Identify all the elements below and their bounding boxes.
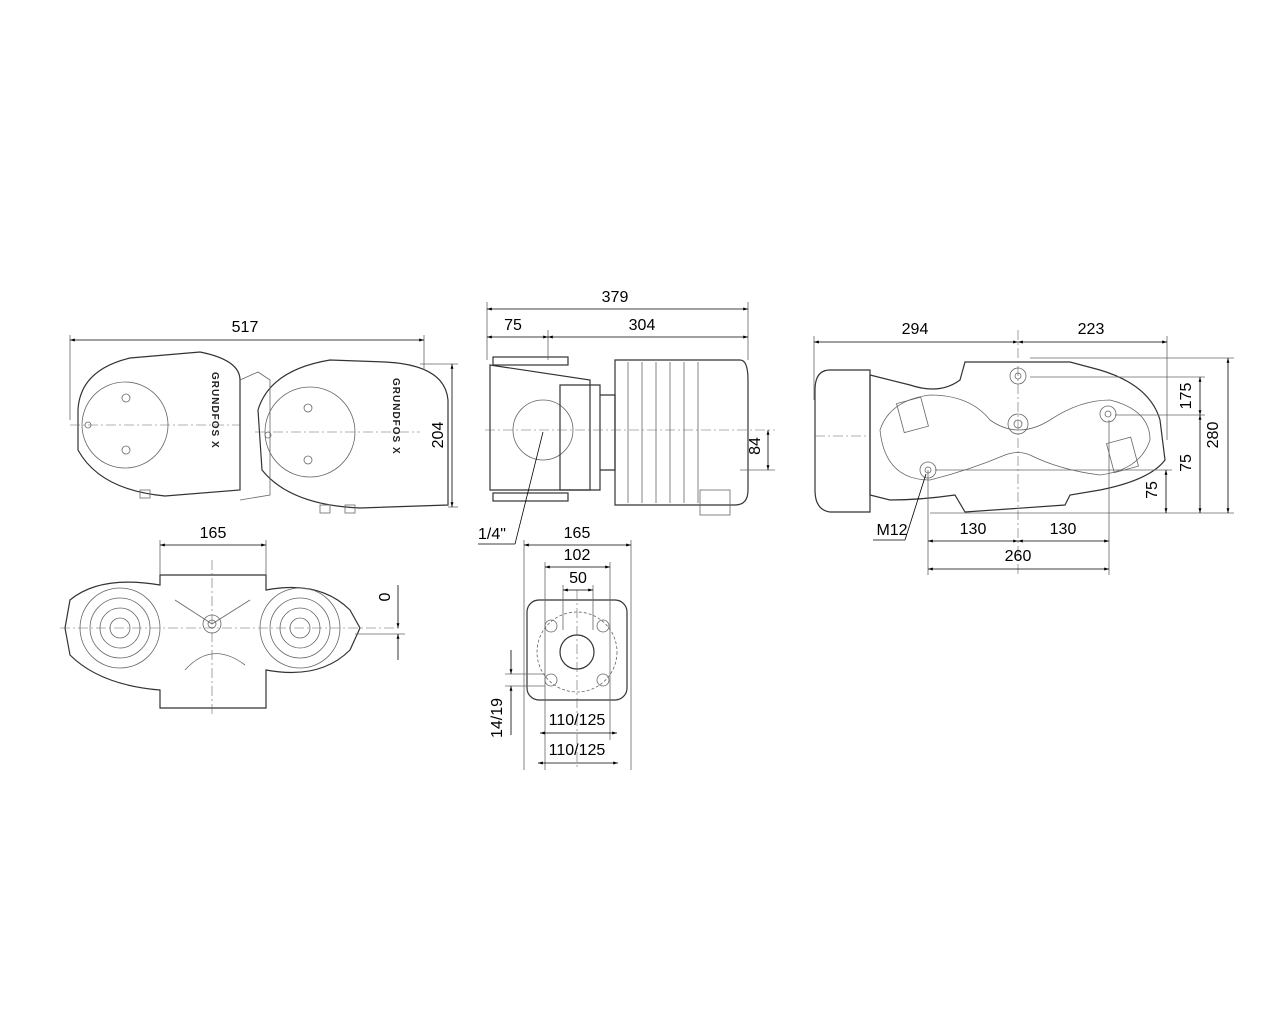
dimension-hole-dia: 14/19 xyxy=(489,698,506,738)
front-view: GRUNDFOS X GRUNDFOS X 517 204 xyxy=(69,319,458,514)
rear-view: 294 223 280 175 75 75 M12 130 130 260 xyxy=(813,321,1234,575)
dimension-offset: 0 xyxy=(377,592,394,601)
dimension-upper-height: 175 xyxy=(1178,383,1195,410)
dimension-bore: 50 xyxy=(569,570,587,587)
dimension-flange-outer: 165 xyxy=(564,525,591,542)
brand-logo: GRUNDFOS X xyxy=(390,378,401,455)
dimension-flange-width: 165 xyxy=(200,525,227,542)
dimension-foot-height: 75 xyxy=(1144,481,1161,499)
dimension-motor-length: 304 xyxy=(629,317,656,334)
dimension-mid-height: 75 xyxy=(1178,454,1195,472)
dimension-right-foot: 130 xyxy=(1050,521,1077,538)
dimension-height: 204 xyxy=(430,422,447,449)
top-view: 165 0 xyxy=(60,525,405,715)
dimension-flange-102: 102 xyxy=(564,547,591,564)
brand-logo: GRUNDFOS X xyxy=(209,372,220,449)
dimension-left-length: 294 xyxy=(902,321,929,338)
flange-view: 165 102 50 14/19 110/125 110/125 xyxy=(489,525,632,770)
foot-thread-label: M12 xyxy=(876,522,907,539)
dimension-bolt-circle-a: 110/125 xyxy=(549,712,606,729)
side-view: 379 75 304 84 1/4" xyxy=(478,289,775,545)
dimension-total-height: 280 xyxy=(1205,422,1222,449)
dimension-foot-span: 260 xyxy=(1005,548,1032,565)
dimension-bolt-circle-b: 110/125 xyxy=(549,742,606,759)
dimension-right-length: 223 xyxy=(1078,321,1105,338)
dimension-overall-length: 379 xyxy=(602,289,629,306)
dimension-axis-height: 84 xyxy=(747,437,764,455)
vent-thread-label: 1/4" xyxy=(478,526,506,543)
dimension-width: 517 xyxy=(232,319,259,336)
dimension-left-foot: 130 xyxy=(960,521,987,538)
dimension-flange-axis: 75 xyxy=(504,317,522,334)
